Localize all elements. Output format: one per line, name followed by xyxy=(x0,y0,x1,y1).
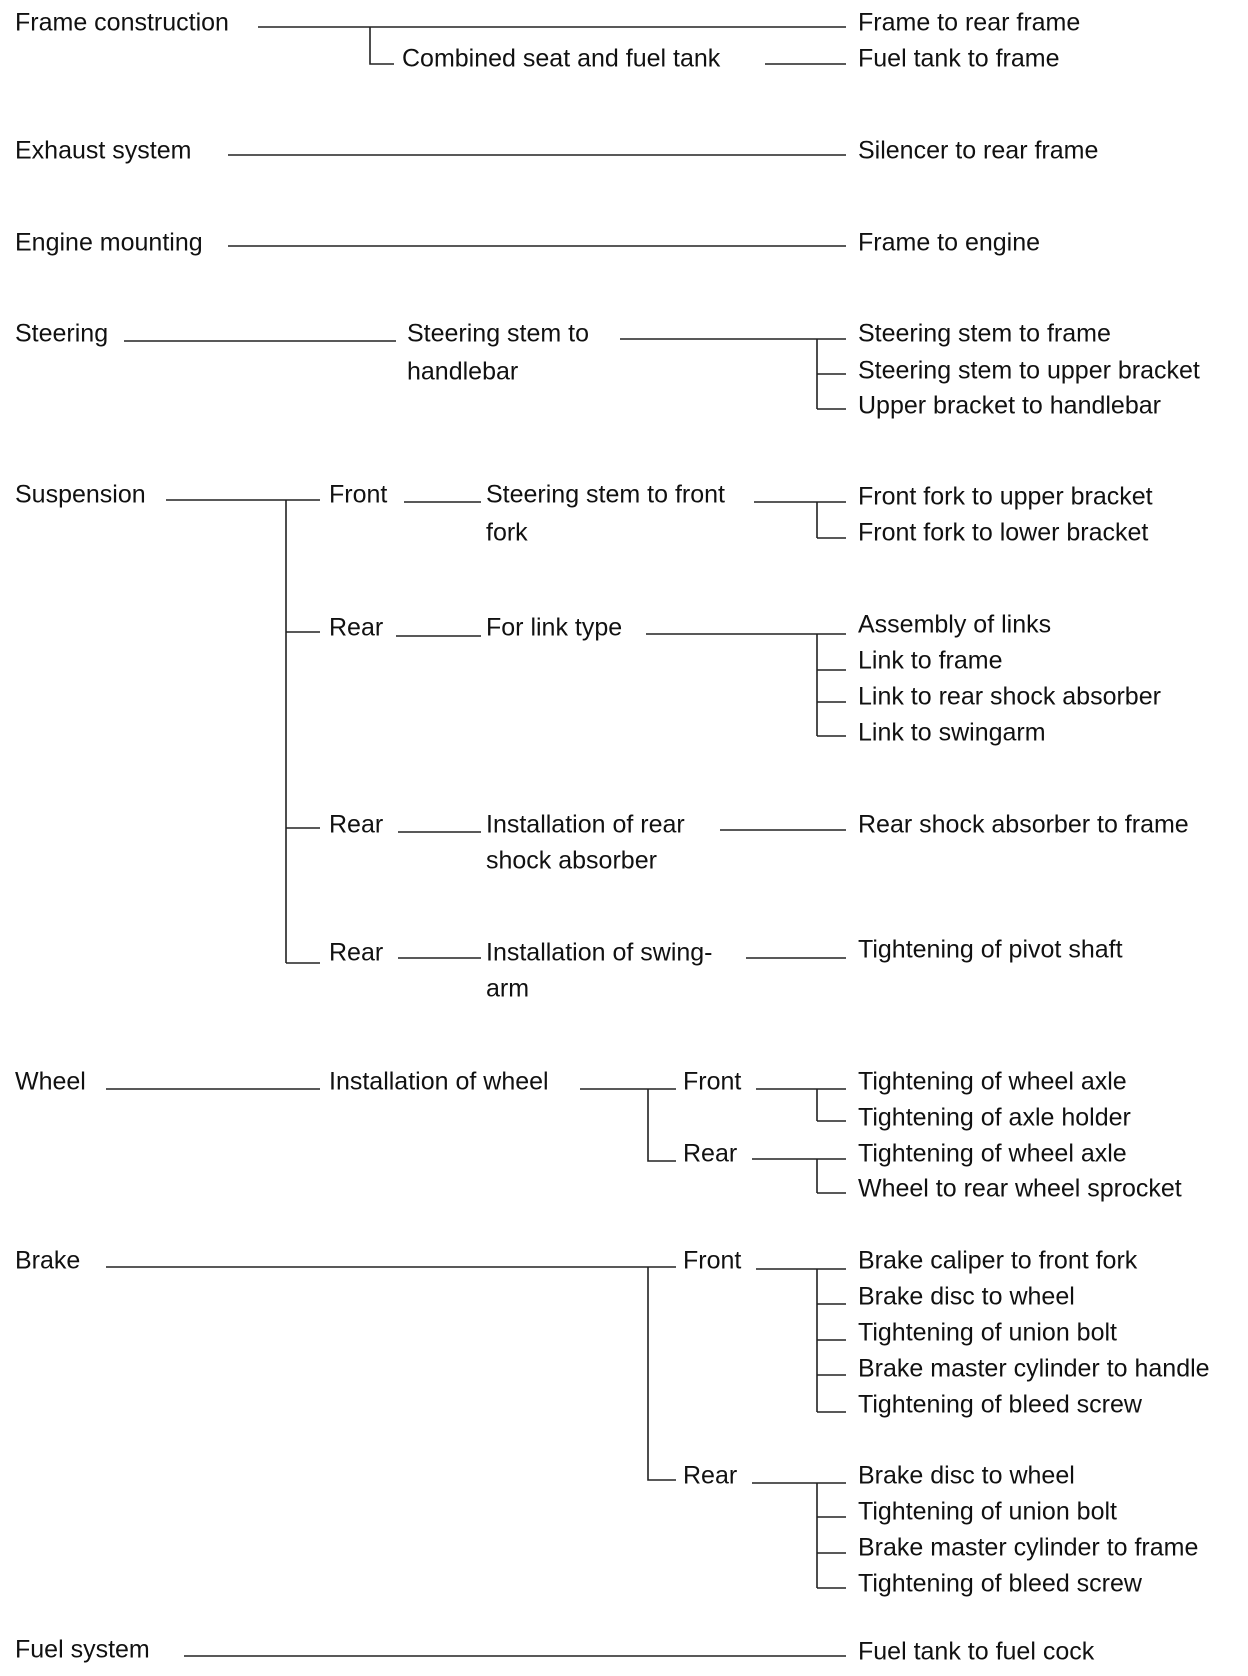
leaf-fuel-tank-to-fuel-cock: Fuel tank to fuel cock xyxy=(858,1638,1095,1666)
leaf-frame-to-engine: Frame to engine xyxy=(858,229,1040,257)
connector xyxy=(369,27,394,65)
leaf-link-to-frame: Link to frame xyxy=(858,647,1003,675)
leaf-wheel-to-rear-sprocket: Wheel to rear wheel sprocket xyxy=(858,1175,1182,1203)
node-suspension-front: Front xyxy=(329,481,387,509)
leaf-front-fork-to-upper-bracket: Front fork to upper bracket xyxy=(858,483,1153,511)
node-engine-mounting: Engine mounting xyxy=(15,229,203,257)
node-for-link-type: For link type xyxy=(486,614,622,642)
node-exhaust-system: Exhaust system xyxy=(15,137,191,165)
node-brake: Brake xyxy=(15,1247,80,1275)
leaf-rear-brake-disc-to-wheel: Brake disc to wheel xyxy=(858,1462,1075,1490)
leaf-rear-union-bolt: Tightening of union bolt xyxy=(858,1498,1117,1526)
leaf-brake-caliper-to-front-fork: Brake caliper to front fork xyxy=(858,1247,1138,1275)
connector xyxy=(647,1089,676,1162)
leaf-brake-master-cylinder-to-handle: Brake master cylinder to handle xyxy=(858,1355,1210,1383)
leaf-wheel-rear-axle: Tightening of wheel axle xyxy=(858,1140,1127,1168)
node-wheel: Wheel xyxy=(15,1068,86,1096)
node-wheel-front: Front xyxy=(683,1068,741,1096)
leaf-tightening-of-pivot-shaft: Tightening of pivot shaft xyxy=(858,936,1123,964)
node-installation-of-rear-shock-line2: shock absorber xyxy=(486,847,657,875)
leaf-front-union-bolt: Tightening of union bolt xyxy=(858,1319,1117,1347)
leaf-fuel-tank-to-frame: Fuel tank to frame xyxy=(858,45,1059,73)
node-installation-of-swingarm-line2: arm xyxy=(486,975,529,1003)
leaf-rear-shock-absorber-to-frame: Rear shock absorber to frame xyxy=(858,811,1189,839)
node-steering-stem-to-handlebar-line2: handlebar xyxy=(407,358,518,386)
node-installation-of-swingarm-line1: Installation of swing- xyxy=(486,939,713,967)
leaf-brake-master-cylinder-to-frame: Brake master cylinder to frame xyxy=(858,1534,1198,1562)
leaf-assembly-of-links: Assembly of links xyxy=(858,611,1051,639)
leaf-steering-stem-to-upper-bracket: Steering stem to upper bracket xyxy=(858,357,1200,385)
connector-lines xyxy=(106,26,846,1657)
node-brake-rear: Rear xyxy=(683,1462,737,1490)
node-brake-front: Front xyxy=(683,1247,741,1275)
node-steering-stem-to-front-fork-line2: fork xyxy=(486,519,528,547)
node-frame-construction: Frame construction xyxy=(15,9,229,37)
leaf-front-fork-to-lower-bracket: Front fork to lower bracket xyxy=(858,519,1148,547)
node-fuel-system: Fuel system xyxy=(15,1636,150,1664)
leaf-wheel-front-axle: Tightening of wheel axle xyxy=(858,1068,1127,1096)
leaf-front-bleed-screw: Tightening of bleed screw xyxy=(858,1391,1143,1419)
leaf-upper-bracket-to-handlebar: Upper bracket to handlebar xyxy=(858,392,1161,420)
node-labels: Frame construction Combined seat and fue… xyxy=(15,9,1210,1666)
node-installation-of-rear-shock-line1: Installation of rear xyxy=(486,811,685,839)
node-suspension: Suspension xyxy=(15,481,146,509)
node-steering-stem-to-front-fork-line1: Steering stem to front xyxy=(486,481,725,509)
node-suspension-rear-shock: Rear xyxy=(329,811,383,839)
node-suspension-rear-swingarm: Rear xyxy=(329,939,383,967)
leaf-tightening-of-axle-holder: Tightening of axle holder xyxy=(858,1104,1131,1132)
leaf-silencer-to-rear-frame: Silencer to rear frame xyxy=(858,137,1098,165)
node-suspension-rear-link: Rear xyxy=(329,614,383,642)
node-seat-fuel-tank: Combined seat and fuel tank xyxy=(402,45,721,73)
leaf-link-to-swingarm: Link to swingarm xyxy=(858,719,1046,747)
leaf-steering-stem-to-frame: Steering stem to frame xyxy=(858,320,1111,348)
leaf-link-to-rear-shock-absorber: Link to rear shock absorber xyxy=(858,683,1161,711)
connector xyxy=(647,1267,676,1481)
leaf-frame-to-rear-frame: Frame to rear frame xyxy=(858,9,1080,37)
node-installation-of-wheel: Installation of wheel xyxy=(329,1068,549,1096)
leaf-rear-bleed-screw: Tightening of bleed screw xyxy=(858,1570,1143,1598)
node-steering-stem-to-handlebar-line1: Steering stem to xyxy=(407,320,589,348)
node-steering: Steering xyxy=(15,320,108,348)
leaf-front-brake-disc-to-wheel: Brake disc to wheel xyxy=(858,1283,1075,1311)
node-wheel-rear: Rear xyxy=(683,1140,737,1168)
